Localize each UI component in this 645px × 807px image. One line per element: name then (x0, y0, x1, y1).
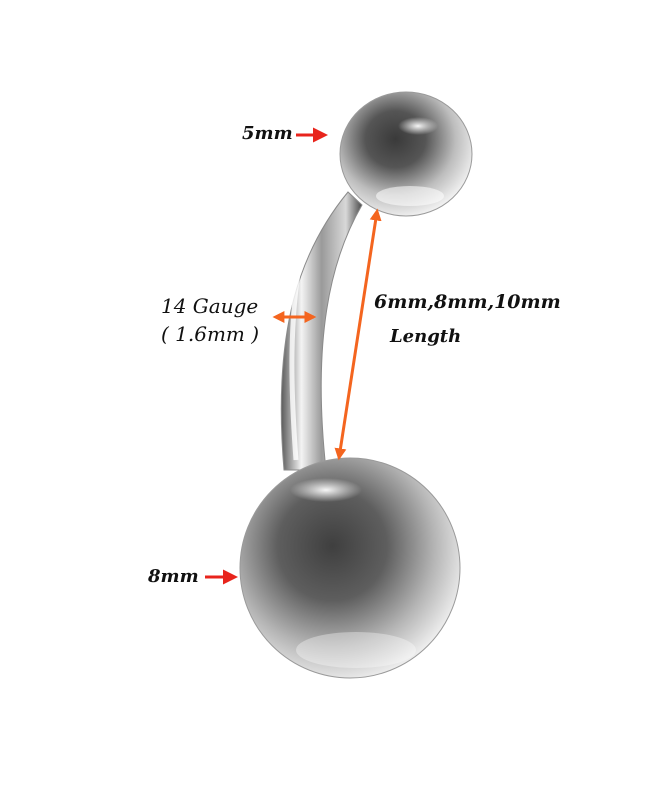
length-label: Length (390, 326, 462, 347)
top-ball-size-label: 5mm (242, 123, 293, 144)
length-arrow (334, 208, 382, 461)
bottom-ball (239, 457, 461, 679)
length-options-label: 6mm,8mm,10mm (374, 291, 561, 313)
bottom-ball-size-label: 8mm (148, 566, 199, 587)
gauge-label: 14 Gauge (161, 294, 259, 318)
top-ball (339, 91, 473, 217)
gauge-mm-label: ( 1.6mm ) (161, 322, 260, 346)
